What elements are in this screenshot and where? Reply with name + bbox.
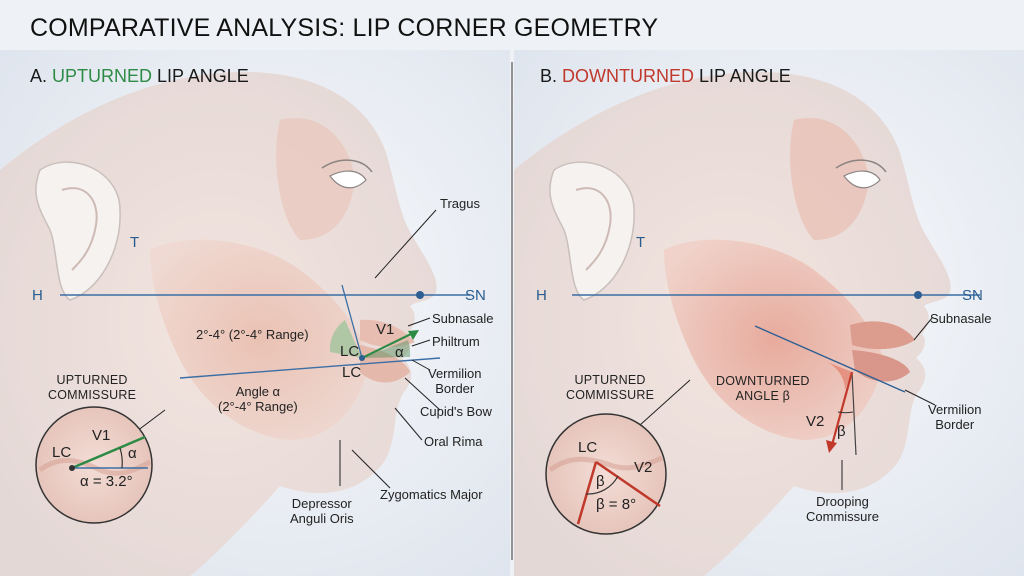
label-tragus: Tragus: [440, 196, 480, 211]
beta-sector-b: [822, 360, 852, 390]
panel-a-title: A. UPTURNED LIP ANGLE: [30, 66, 249, 87]
lower-lip-a: [360, 345, 410, 383]
lc-point-a: [359, 355, 365, 361]
v2-vector-b: [830, 371, 854, 446]
inset-b-value: β = 8°: [596, 496, 637, 513]
range-sector-a: [329, 320, 362, 358]
label-drooping-commissure: Drooping Commissure: [806, 494, 879, 524]
panel-a-title-suffix: LIP ANGLE: [152, 66, 249, 86]
v2-arrowhead-b: [826, 440, 837, 453]
label-oral-rima: Oral Rima: [424, 434, 483, 449]
eye-a: [329, 170, 367, 189]
label-sn-a: SN: [465, 287, 486, 304]
panel-a-title-highlight: UPTURNED: [52, 66, 153, 86]
alpha-wedge-a: [362, 340, 411, 358]
eye-b: [843, 170, 881, 189]
lower-lip-b: [852, 350, 910, 382]
label-upturned-commissure-a: UPTURNED COMMISSURE: [48, 373, 137, 402]
label-t-a: T: [130, 234, 140, 251]
v1-arrowhead-a: [408, 330, 419, 340]
inset-a-v1: V1: [92, 427, 111, 444]
panel-b-title-highlight: DOWNTURNED: [562, 66, 695, 86]
vertical-line-b: [851, 371, 857, 456]
label-zygomatics-major: Zygomatics Major: [380, 487, 483, 502]
label-t-b: T: [636, 234, 646, 251]
label-upturned-commissure-b: UPTURNED COMMISSURE: [566, 373, 655, 402]
inset-b-lc: LC: [578, 439, 598, 456]
ear-inner-b: [575, 187, 612, 271]
inset-a-lc: LC: [52, 444, 72, 461]
inset-b-v2: V2: [634, 459, 653, 476]
eyelid-b: [835, 159, 887, 173]
label-subnasale-a: Subnasale: [432, 311, 494, 326]
inset-b-beta: β: [596, 473, 605, 490]
temporal-muscle-b: [790, 118, 869, 240]
label-subnasale-b: Subnasale: [930, 311, 992, 326]
inset-a-value: α = 3.2°: [80, 473, 133, 490]
label-angle-alpha: Angle α (2°-4° Range): [218, 384, 298, 414]
panel-a-title-prefix: A.: [30, 66, 53, 86]
eyelid-a: [321, 159, 373, 173]
label-beta-b: β: [837, 423, 846, 440]
label-lc-top-a: LC: [340, 343, 360, 360]
ear-inner-a: [61, 187, 98, 271]
upper-lip-a: [360, 319, 415, 347]
label-vermilion-border-b: Vermilion Border: [928, 402, 982, 432]
label-sn-b: SN: [962, 287, 983, 304]
panel-b-title: B. DOWNTURNED LIP ANGLE: [540, 66, 791, 87]
inset-circle-b: [545, 413, 667, 535]
inset-a-alpha: α: [128, 445, 137, 462]
label-vermilion-border-a: Vermilion Border: [428, 366, 482, 396]
panel-b-title-suffix: LIP ANGLE: [694, 66, 791, 86]
page-title: COMPARATIVE ANALYSIS: LIP CORNER GEOMETR…: [30, 14, 659, 42]
v1-vector-a: [361, 331, 416, 359]
label-range-a: 2°-4° (2°-4° Range): [196, 327, 309, 342]
sn-point-a: [416, 291, 424, 299]
label-v2-b: V2: [806, 413, 825, 430]
cheek-muscles-a: [150, 239, 370, 440]
ear-b: [549, 161, 635, 301]
upper-lip-b: [850, 321, 915, 350]
label-philtrum: Philtrum: [432, 334, 480, 349]
inset-circle-a: [35, 406, 153, 524]
label-downturned-angle: DOWNTURNED ANGLE β: [716, 374, 810, 403]
beta-arc-b: [837, 411, 854, 414]
label-lc-bottom-a: LC: [342, 364, 362, 381]
label-v1-a: V1: [376, 321, 395, 338]
panel-b-title-prefix: B.: [540, 66, 563, 86]
ear-a: [35, 161, 121, 301]
commissure-line-a: [179, 357, 441, 379]
label-depressor-anguli-oris: Depressor Anguli Oris: [290, 496, 354, 526]
label-h-a: H: [32, 287, 43, 304]
sn-point-b: [914, 291, 922, 299]
label-cupids-bow: Cupid's Bow: [420, 404, 492, 419]
cheek-muscles-b: [664, 239, 884, 440]
temporal-muscle-a: [276, 118, 355, 240]
label-alpha-a: α: [395, 344, 404, 361]
commissure-line-b: [754, 325, 906, 393]
lc-vertical-a: [341, 284, 363, 359]
leader-lines-b: [639, 317, 936, 490]
label-h-b: H: [536, 287, 547, 304]
